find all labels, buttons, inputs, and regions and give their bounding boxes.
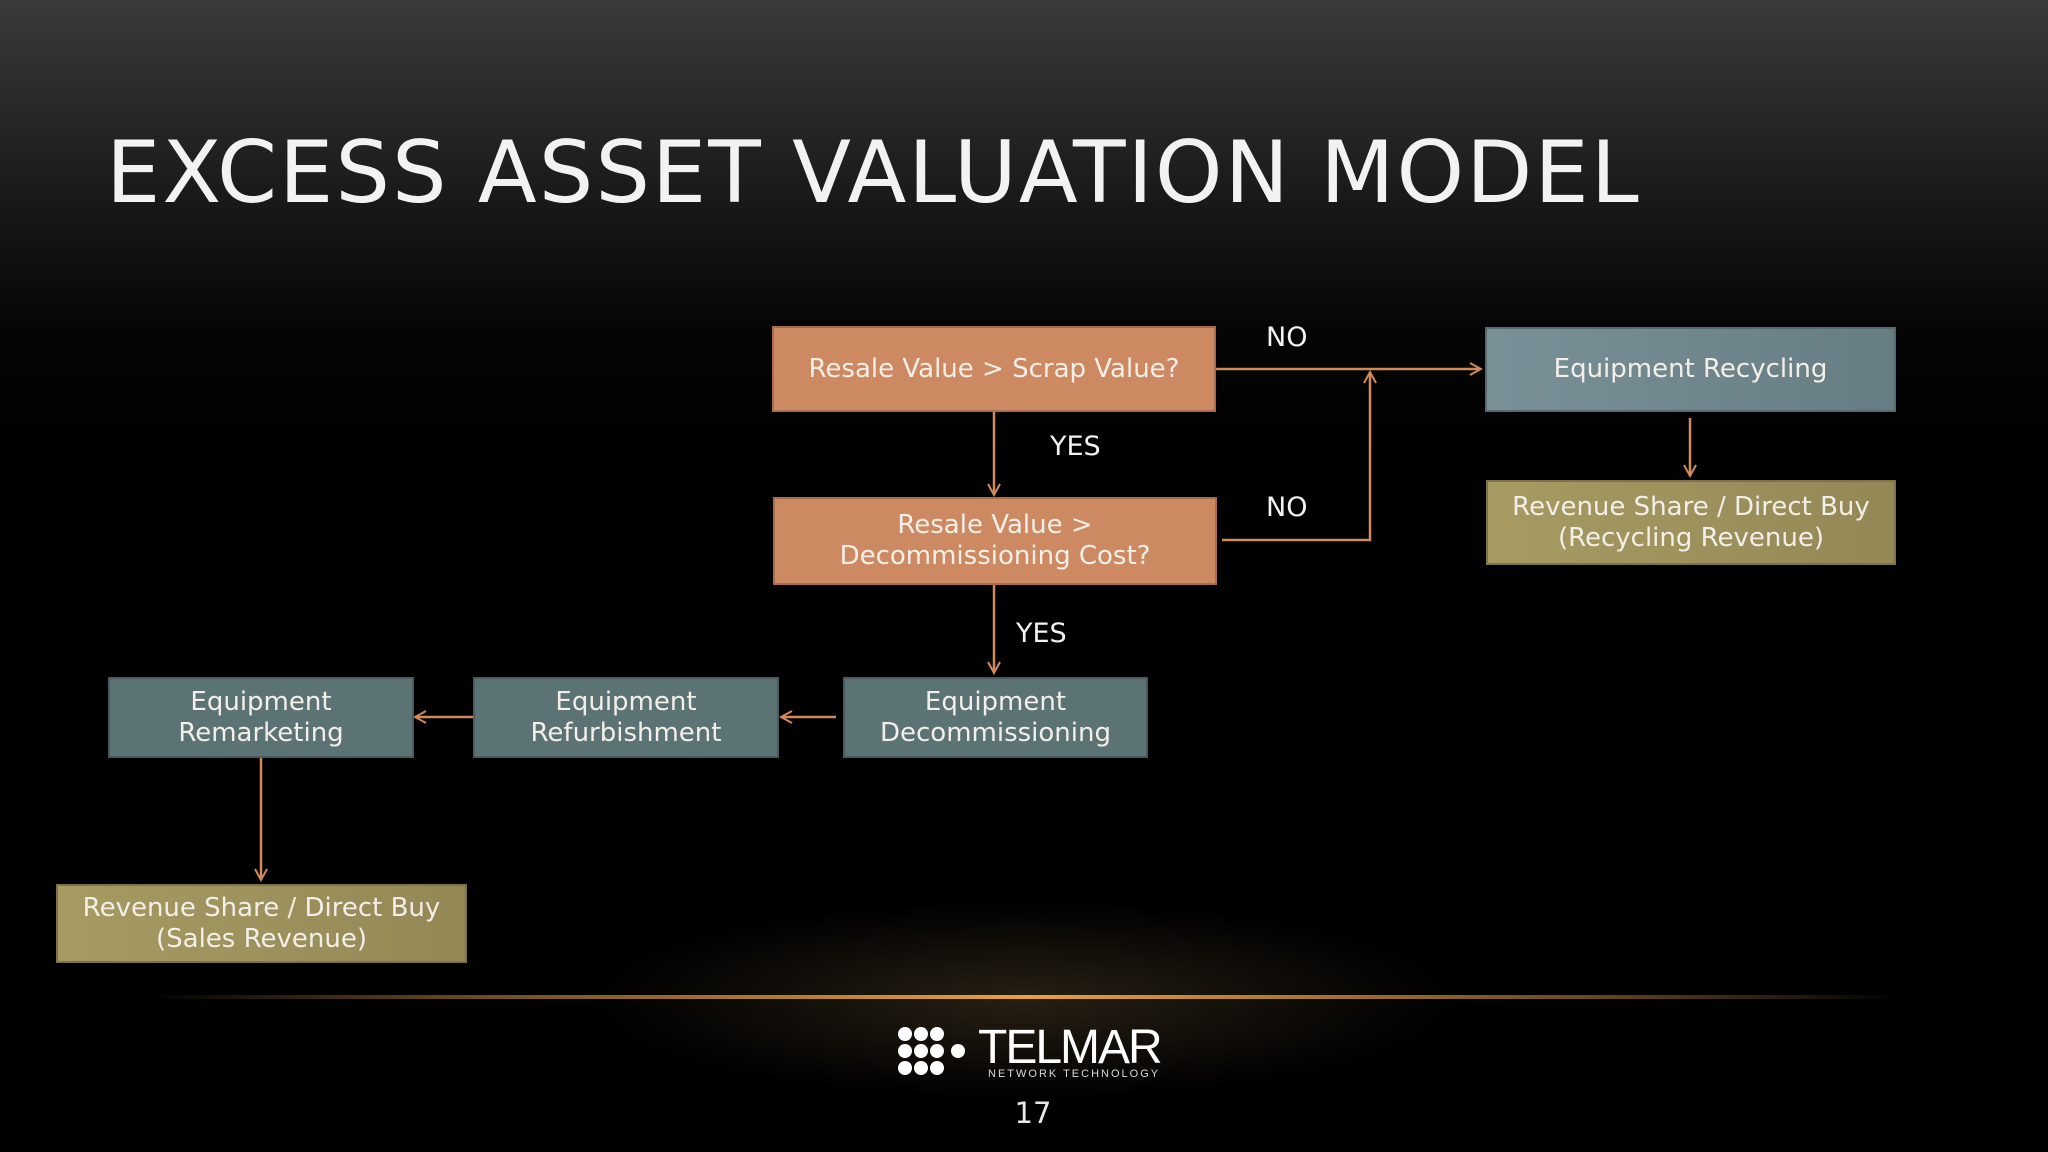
node-equipment-decommissioning: Equipment Decommissioning (843, 677, 1148, 758)
edge-label-yes-decom: YES (1016, 618, 1067, 649)
node-sales-revenue: Revenue Share / Direct Buy (Sales Revenu… (56, 884, 467, 963)
telmar-logo-dots-icon (898, 1027, 965, 1075)
slide-title: EXCESS ASSET VALUATION MODEL (106, 123, 1641, 223)
logo-wordmark: TELMAR (978, 1021, 1163, 1074)
node-equipment-recycling: Equipment Recycling (1485, 327, 1896, 412)
edge-label-no-scrap: NO (1266, 322, 1308, 353)
decision-resale-vs-scrap: Resale Value > Scrap Value? (772, 326, 1216, 412)
telmar-logo: TELMAR NETWORK TECHNOLOGY (896, 1024, 1163, 1084)
edge-label-yes-scrap: YES (1050, 431, 1101, 462)
logo-tagline: NETWORK TECHNOLOGY (988, 1068, 1161, 1080)
edge-label-no-decom: NO (1266, 492, 1308, 523)
decision-resale-vs-decommissioning: Resale Value > Decommissioning Cost? (773, 497, 1217, 585)
arrow-decom-no-to-recycling (1222, 372, 1370, 542)
node-recycling-revenue: Revenue Share / Direct Buy (Recycling Re… (1486, 480, 1896, 565)
node-equipment-remarketing: Equipment Remarketing (108, 677, 414, 758)
accent-divider (150, 995, 1900, 999)
page-number: 17 (1014, 1096, 1052, 1130)
node-equipment-refurbishment: Equipment Refurbishment (473, 677, 779, 758)
